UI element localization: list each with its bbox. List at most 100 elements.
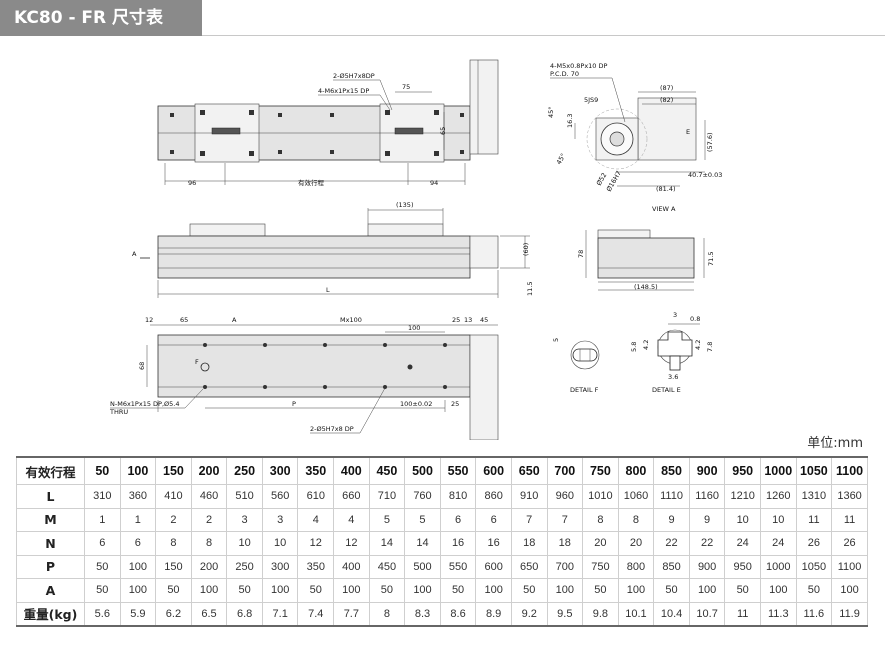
table-cell: 560 [261,484,299,509]
angle-45-top: 45° [547,106,555,118]
table-cell: 100 [831,578,868,603]
callout-n-holes: N-M6x1Px15 DP,Ø5.4 [110,400,179,408]
stroke-header-cell: 950 [724,456,761,485]
table-cell: 1110 [653,484,690,509]
bottom-view: F 12 65 A Mx100 25 13 45 100 68 P 100±0.… [109,316,499,440]
table-cell: 20 [582,531,619,556]
stroke-header-cell: 1050 [795,456,833,485]
table-cell: 50 [84,578,121,603]
table-cell: 8.9 [475,601,512,627]
stroke-header-cell: 500 [404,456,441,485]
table-cell: 950 [724,554,761,579]
table-cell: 10 [261,531,299,556]
row-label: 重量(kg) [16,601,85,627]
table-cell: 300 [261,554,299,579]
table-cell: 10 [226,531,263,556]
dim-4-2-right: 4.2 [694,340,702,350]
table-cell: 200 [190,554,228,579]
dim-16-3: 16.3 [566,114,574,128]
dim-57-6: (57.6) [706,132,714,152]
table-cell: 100 [475,578,512,603]
side-carriage-right [367,223,444,237]
table-cell: 22 [653,531,690,556]
table-cell: 250 [226,554,263,579]
dim-65: 65 [439,127,447,135]
table-cell: 100 [759,578,797,603]
stroke-header-cell: 300 [261,456,299,485]
table-cell: 12 [333,531,370,556]
stroke-header-cell: 400 [333,456,370,485]
table-cell: 1160 [688,484,726,509]
table-cell: 510 [226,484,263,509]
table-cell: 7.1 [261,601,299,627]
stroke-header-label: 有效行程 [16,456,85,485]
table-cell: 50 [724,578,761,603]
table-cell: 4 [333,507,370,532]
table-cell: 750 [582,554,619,579]
technical-drawing: 96 有效行程 94 75 65 2-Ø5H7x8DP 4-M6x1Px15 D… [109,59,722,440]
table-cell: 460 [190,484,228,509]
stroke-header-cell: 1100 [831,456,868,485]
table-cell: 8 [190,531,228,556]
table-cell: 10.7 [688,601,726,627]
table-cell: 1310 [795,484,833,509]
table-cell: 8.3 [404,601,441,627]
table-cell: 700 [546,554,584,579]
table-cell: 8 [617,507,655,532]
dim-45: 45 [480,316,488,324]
stroke-header-cell: 350 [297,456,335,485]
stroke-header-cell: 750 [582,456,619,485]
table-cell: 100 [333,578,370,603]
table-cell: 350 [297,554,335,579]
table-cell: 1000 [759,554,797,579]
table-cell: 360 [119,484,157,509]
table-cell: 8 [368,601,406,627]
dim-148-5: (148.5) [634,283,658,291]
view-a-caption: VIEW A [652,205,676,213]
table-cell: 50 [795,578,833,603]
dim-stroke: 有效行程 [298,178,325,187]
table-cell: 50 [84,554,121,579]
dim-11-5: 11.5 [526,282,534,296]
table-cell: 1060 [617,484,655,509]
stroke-header-cell: 250 [226,456,263,485]
dim-5-8: 5.8 [630,342,638,352]
dim-A: A [232,316,237,324]
table-cell: 7 [546,507,584,532]
stroke-header-cell: 600 [475,456,512,485]
table-cell: 610 [297,484,335,509]
table-cell: 7 [510,507,548,532]
table-cell: 760 [404,484,441,509]
dim-40-7: 40.7±0.03 [688,171,722,179]
row-label: A [16,578,85,603]
table-cell: 50 [155,578,192,603]
stroke-header-cell: 900 [688,456,726,485]
table-cell: 50 [368,578,406,603]
table-cell: 50 [226,578,263,603]
dim-100: 100 [408,324,420,332]
dim-135: (135) [396,201,413,209]
table-cell: 8 [582,507,619,532]
dim-12: 12 [145,316,153,324]
table-cell: 910 [510,484,548,509]
table-cell: 11 [724,601,761,627]
dim-P: P [292,400,296,408]
table-cell: 100 [261,578,299,603]
table-cell: 6.8 [226,601,263,627]
table-cell: 14 [404,531,441,556]
top-view: 96 有效行程 94 75 65 2-Ø5H7x8DP 4-M6x1Px15 D… [157,59,499,187]
table-cell: 100 [190,578,228,603]
table-cell: 8 [155,531,192,556]
dim-71-5: 71.5 [707,252,715,266]
table-cell: 11 [831,507,868,532]
table-cell: 450 [368,554,406,579]
table-cell: 100 [119,554,157,579]
table-cell: 22 [688,531,726,556]
table-cell: 5 [368,507,406,532]
table-cell: 410 [155,484,192,509]
dim-82: (82) [660,96,673,104]
